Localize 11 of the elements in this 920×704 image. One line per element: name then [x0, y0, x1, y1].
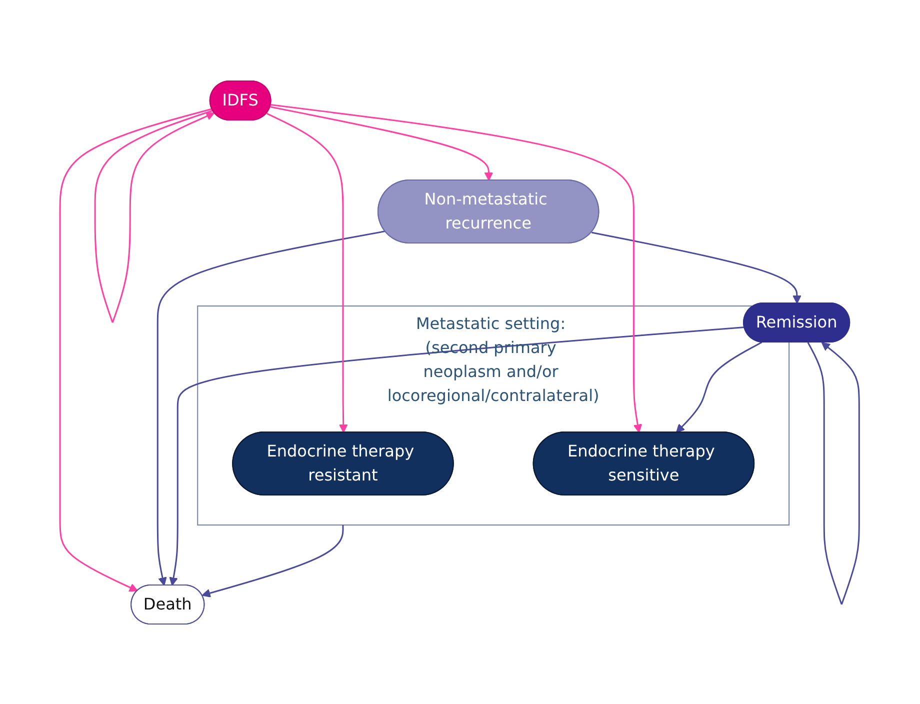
arrow — [676, 341, 762, 432]
arrow — [266, 112, 348, 432]
arrow — [157, 230, 386, 586]
arrow — [202, 524, 344, 597]
arrow — [94, 109, 216, 322]
arrow — [808, 342, 860, 604]
arrow — [271, 104, 642, 432]
arrow — [170, 326, 745, 586]
arrow — [592, 231, 802, 304]
arrow — [270, 106, 494, 180]
arrow — [60, 108, 213, 592]
